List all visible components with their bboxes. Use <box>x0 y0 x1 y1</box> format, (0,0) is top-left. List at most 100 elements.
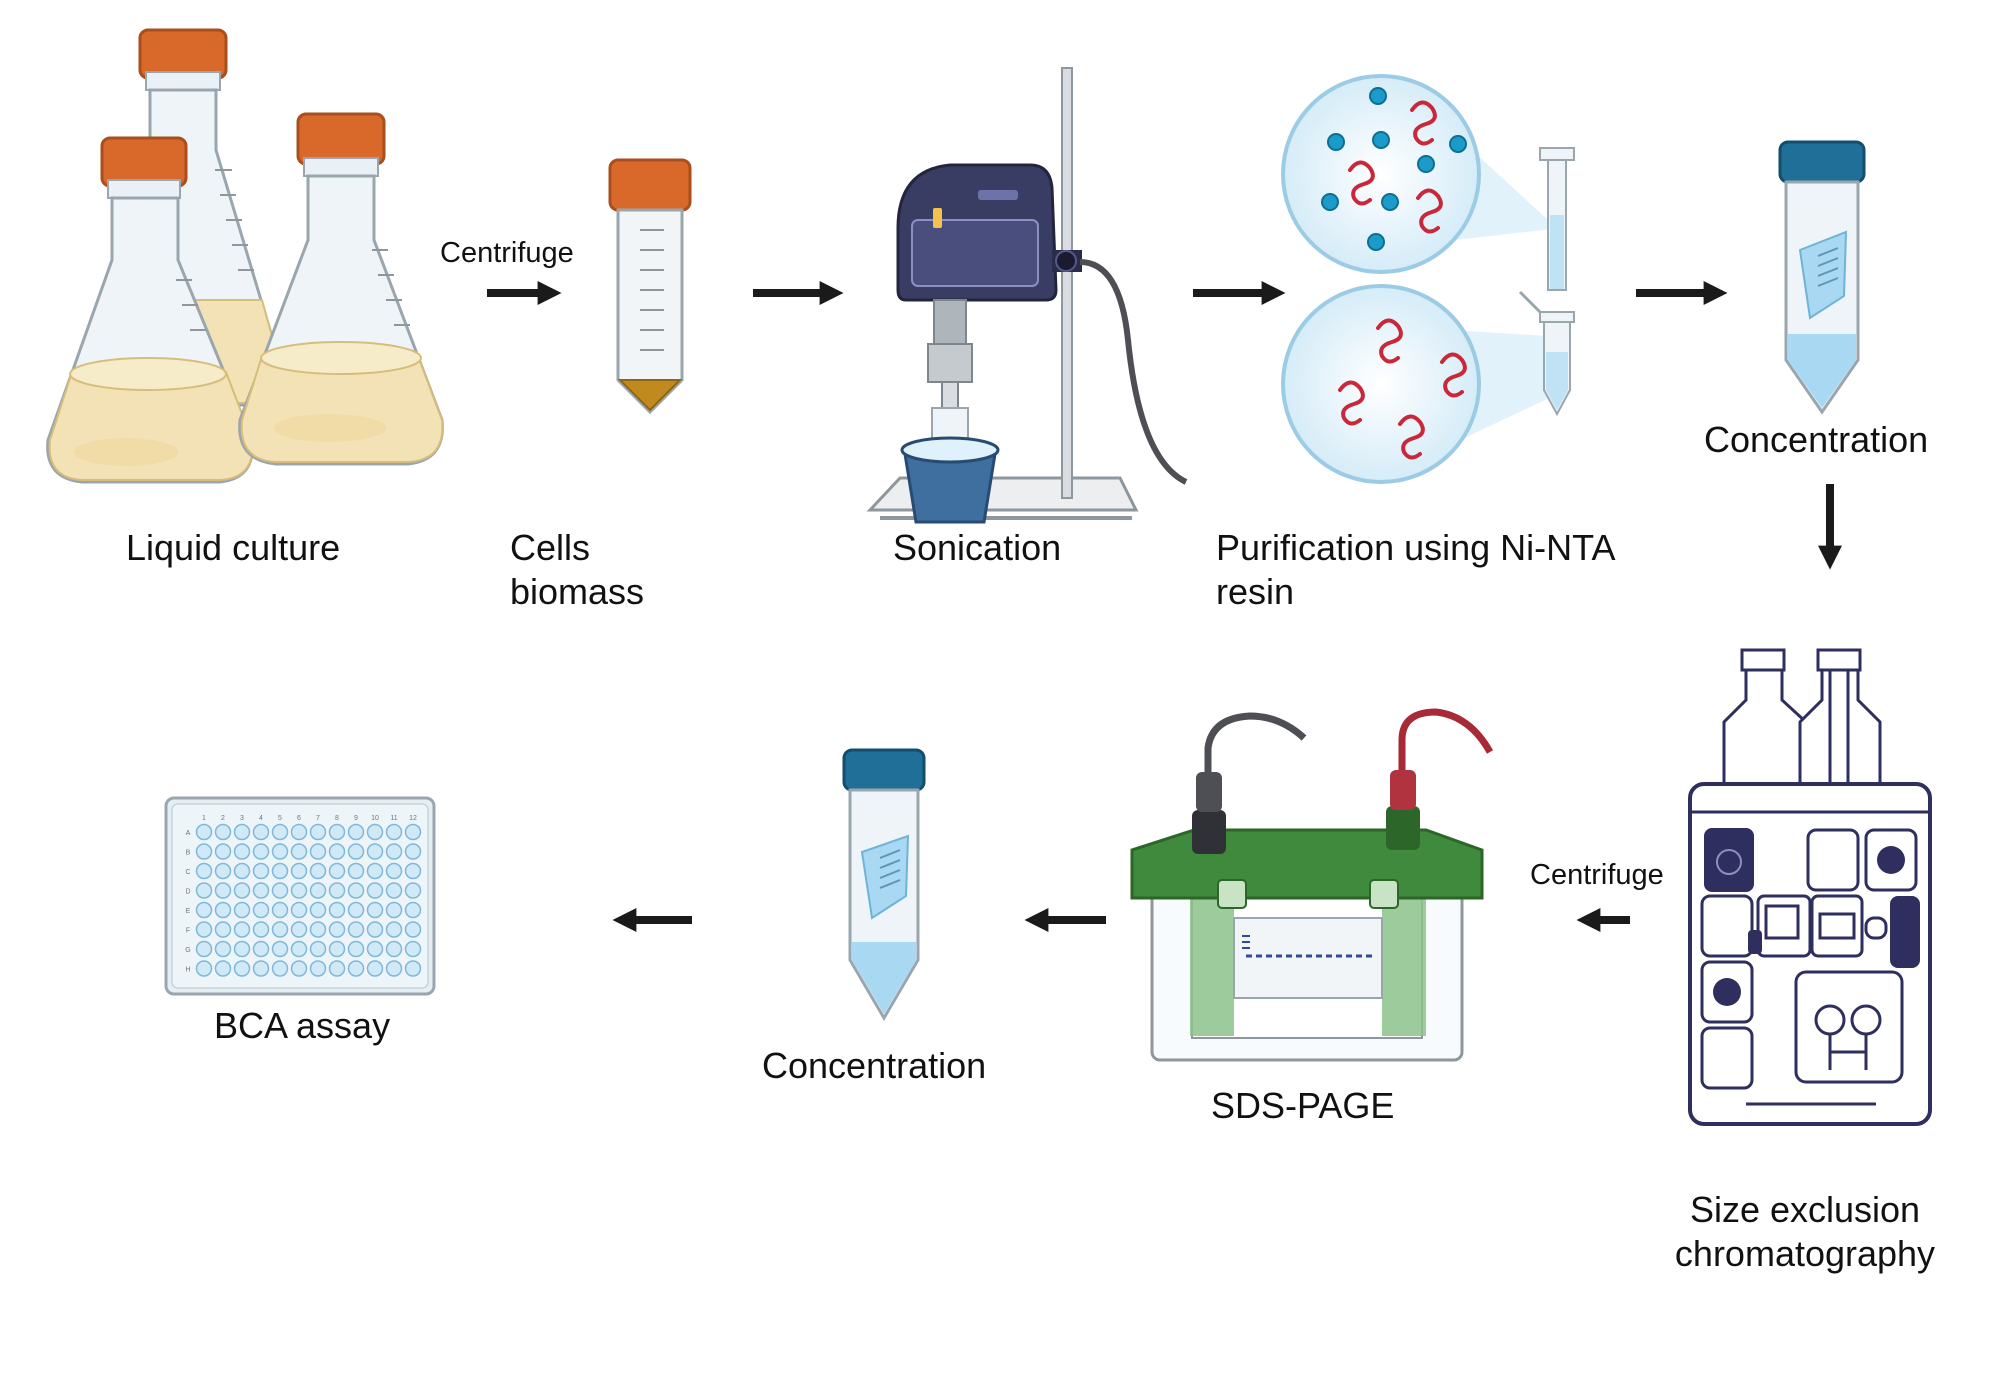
plate-column-label: 5 <box>278 815 282 822</box>
centrifuge-tube-icon <box>608 158 692 415</box>
plate-well <box>252 901 270 919</box>
plate-well <box>214 823 232 841</box>
plate-well <box>366 862 384 880</box>
plate-column-label: 7 <box>316 815 320 822</box>
plate-well <box>404 862 422 880</box>
plate-well <box>309 901 327 919</box>
chromatography-system-icon <box>1688 648 1932 1126</box>
plate-well <box>271 960 289 977</box>
flask-right <box>238 112 444 466</box>
plate-well <box>328 862 346 880</box>
plate-row-label: D <box>185 889 190 896</box>
plate-well <box>252 823 270 841</box>
plate-well <box>309 823 327 841</box>
plate-well <box>328 940 346 958</box>
plate-well <box>366 940 384 958</box>
label-concentration-2: Concentration <box>762 1045 987 1086</box>
concentrator-tube-icon-1 <box>1778 140 1866 415</box>
plate-well <box>290 862 308 880</box>
plate-well <box>290 901 308 919</box>
plate-well <box>195 960 213 977</box>
plate-well <box>252 960 270 977</box>
plate-well <box>290 882 308 899</box>
plate-row-label: G <box>185 947 190 954</box>
label-purification-line2: resin <box>1216 571 1295 612</box>
plate-well <box>290 823 308 841</box>
label-bca-assay: BCA assay <box>214 1005 391 1046</box>
plate-well <box>271 921 289 938</box>
label-centrifuge-1: Centrifuge <box>440 237 574 269</box>
plate-well <box>195 823 213 841</box>
plate-well <box>366 960 384 977</box>
label-sec-line2: chromatography <box>1674 1233 1936 1274</box>
plate-row-label: F <box>186 928 190 935</box>
plate-well <box>385 882 403 899</box>
plate-well <box>195 940 213 958</box>
plate-well <box>328 921 346 938</box>
plate-well <box>271 862 289 880</box>
plate-well <box>404 882 422 899</box>
plate-well <box>385 862 403 880</box>
plate-well <box>233 940 251 958</box>
plate-well <box>309 940 327 958</box>
plate-well <box>309 843 327 860</box>
plate-well <box>404 940 422 958</box>
zoom-circle-eluted <box>1281 284 1481 484</box>
plate-column-label: 3 <box>240 815 244 822</box>
plate-column-label: 1 <box>202 815 206 822</box>
plate-well <box>214 921 232 938</box>
plate-well <box>385 901 403 919</box>
plate-row-label: A <box>186 830 191 837</box>
concentrator-tube-icon-2 <box>842 748 926 1021</box>
plate-well <box>366 823 384 841</box>
plate-well <box>233 823 251 841</box>
label-sec-line1: Size exclusion <box>1689 1189 1921 1230</box>
plate-well <box>385 921 403 938</box>
plate-well <box>214 960 232 977</box>
plate-column-label: 12 <box>409 815 417 822</box>
plate-well <box>271 901 289 919</box>
plate-row-label: E <box>186 908 191 915</box>
plate-well <box>271 940 289 958</box>
plate-well <box>233 960 251 977</box>
plate-well <box>271 823 289 841</box>
plate-well <box>385 940 403 958</box>
plate-well <box>404 901 422 919</box>
plate-well <box>233 921 251 938</box>
label-centrifuge-2: Centrifuge <box>1530 859 1664 891</box>
plate-well <box>404 843 422 860</box>
plate-wells <box>195 823 422 977</box>
sonicator-icon <box>866 67 1188 524</box>
plate-well <box>290 940 308 958</box>
plate-column-label: 10 <box>371 815 379 822</box>
plate-well <box>252 862 270 880</box>
plate-well <box>271 882 289 899</box>
plate-well <box>290 843 308 860</box>
plate-well <box>290 921 308 938</box>
zoom-circle-bound <box>1281 74 1481 274</box>
plate-column-label: 8 <box>335 815 339 822</box>
plate-well <box>366 901 384 919</box>
plate-column-label: 2 <box>221 815 225 822</box>
plate-well <box>347 960 365 977</box>
plate-well <box>252 843 270 860</box>
plate-well <box>347 862 365 880</box>
plate-well <box>214 862 232 880</box>
plate-well <box>404 960 422 977</box>
plate-well <box>347 940 365 958</box>
plate-well <box>214 940 232 958</box>
plate-well <box>404 921 422 938</box>
erlenmeyer-flasks-icon <box>46 28 444 484</box>
plate-well <box>328 843 346 860</box>
plate-well <box>347 882 365 899</box>
label-concentration-1: Concentration <box>1704 419 1929 460</box>
plate-well <box>328 882 346 899</box>
plate-well <box>347 843 365 860</box>
plate-well <box>195 862 213 880</box>
plate-well <box>233 862 251 880</box>
plate-row-label: C <box>185 869 190 876</box>
plate-well <box>252 940 270 958</box>
